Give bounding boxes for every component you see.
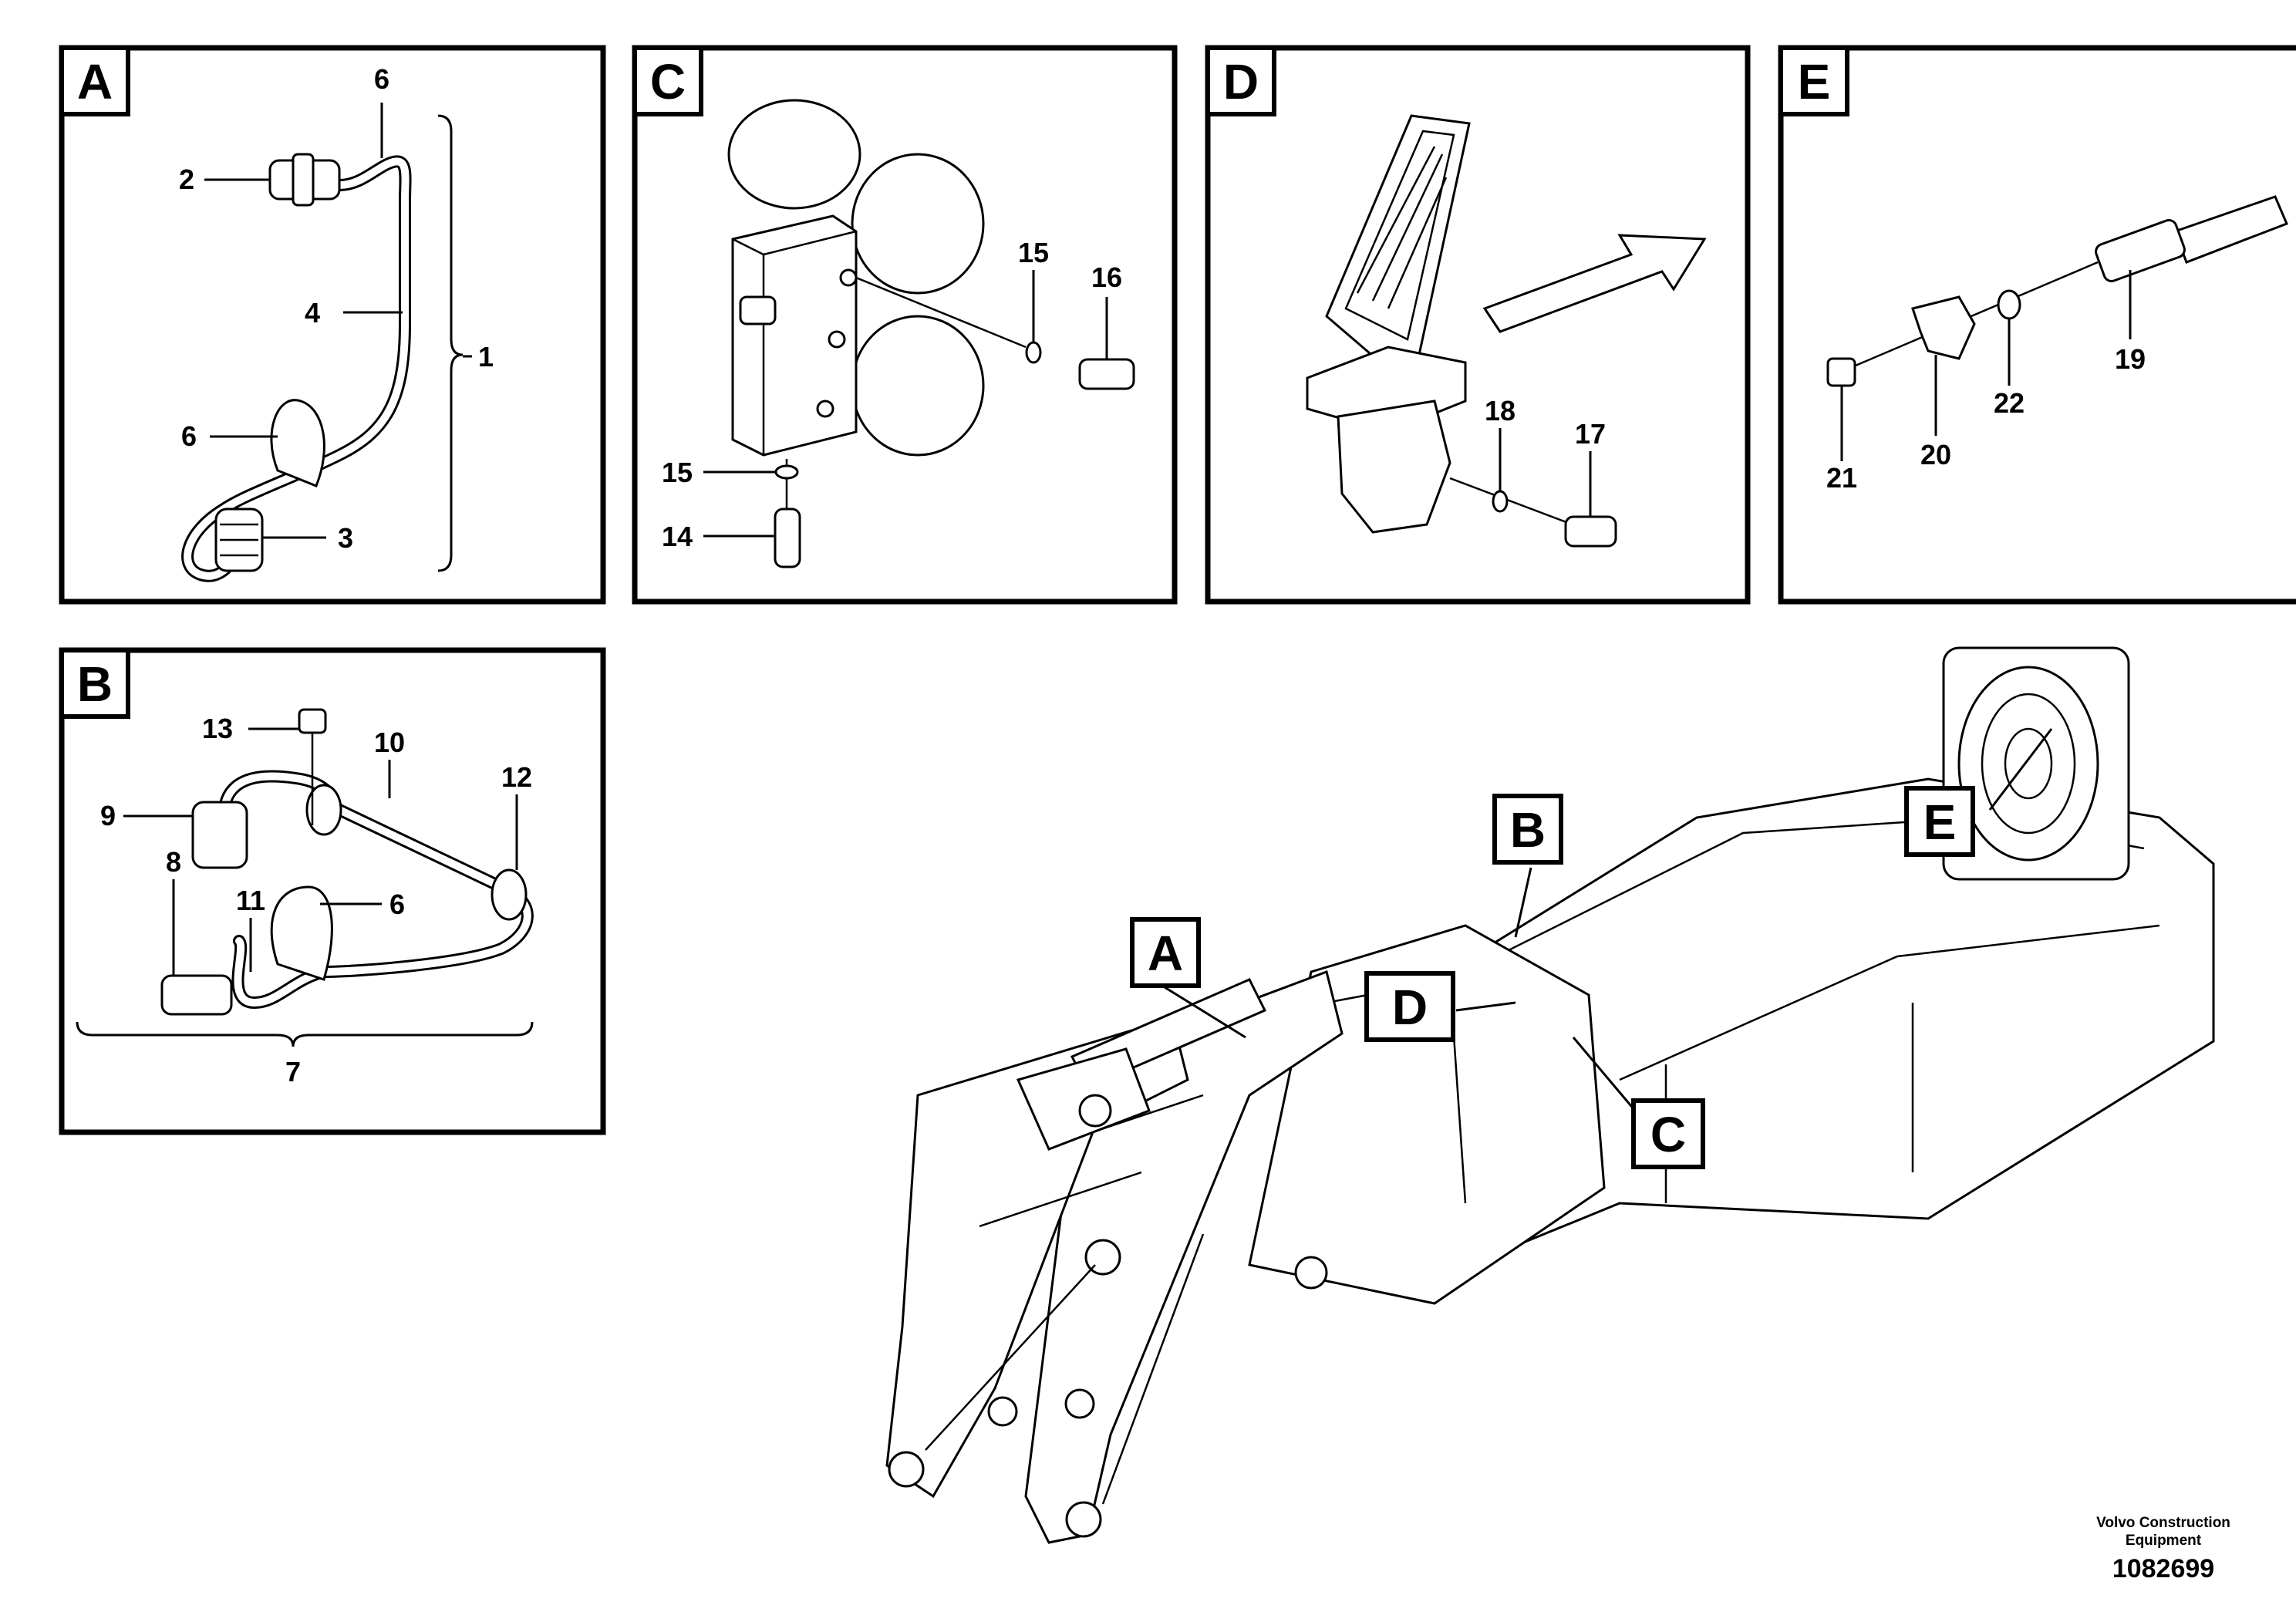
- company-line2: Equipment: [2126, 1533, 2202, 1549]
- panel-b: B 13 10 12 9 8 11 6 7: [59, 647, 606, 1135]
- callout-22: 22: [1994, 387, 2025, 419]
- panel-e: E 19 22 20 21: [1778, 45, 2296, 605]
- callout-6: 6: [181, 420, 197, 452]
- panel-e-tag: E: [1798, 54, 1831, 110]
- svg-text:D: D: [1392, 980, 1428, 1035]
- callout-6b: 6: [389, 889, 405, 920]
- callout-20: 20: [1920, 439, 1951, 470]
- machine-tag-c[interactable]: C: [1631, 1098, 1705, 1169]
- footer: Volvo Construction Equipment 1082699: [2096, 1515, 2230, 1583]
- callout-13: 13: [202, 713, 233, 744]
- panel-b-tag: B: [77, 656, 113, 712]
- panel-c: C 15 16 15 14: [632, 45, 1178, 605]
- callout-10: 10: [374, 727, 405, 758]
- svg-text:A: A: [1148, 926, 1183, 981]
- callout-15a: 15: [1018, 237, 1049, 268]
- callout-7: 7: [285, 1056, 301, 1088]
- svg-text:C: C: [1650, 1107, 1686, 1162]
- machine-tag-e[interactable]: E: [1904, 786, 1975, 857]
- callout-18: 18: [1485, 395, 1515, 427]
- callout-2: 2: [179, 164, 194, 195]
- machine-tag-a[interactable]: A: [1130, 917, 1201, 988]
- callout-12: 12: [501, 761, 532, 793]
- callout-19: 19: [2115, 343, 2146, 375]
- callout-4: 4: [305, 297, 320, 329]
- callout-11: 11: [236, 885, 265, 916]
- panel-c-tag: C: [650, 54, 686, 110]
- svg-text:E: E: [1923, 794, 1957, 850]
- panel-a: A 2 6 4 6 3 1: [59, 45, 606, 605]
- machine-pointers: [1164, 728, 2053, 1111]
- callout-8: 8: [166, 846, 181, 878]
- callout-21: 21: [1826, 462, 1857, 494]
- callout-16: 16: [1091, 261, 1122, 293]
- panel-a-tag: A: [77, 54, 113, 110]
- callout-3: 3: [338, 522, 353, 554]
- callout-5: 6: [374, 63, 389, 95]
- panel-d-tag: D: [1223, 54, 1259, 110]
- callout-17: 17: [1575, 418, 1606, 450]
- drawing-number: 1082699: [2112, 1554, 2214, 1583]
- machine-tag-b[interactable]: B: [1492, 794, 1563, 865]
- machine-overview: [885, 646, 2215, 1544]
- callout-15b: 15: [662, 457, 693, 488]
- svg-text:B: B: [1510, 802, 1546, 858]
- panel-d: D 18 17: [1205, 45, 1751, 605]
- callout-9: 9: [100, 800, 116, 831]
- company-line1: Volvo Construction: [2096, 1515, 2230, 1531]
- callout-14: 14: [662, 521, 693, 552]
- machine-tag-d[interactable]: D: [1364, 971, 1455, 1042]
- callout-1: 1: [478, 341, 494, 373]
